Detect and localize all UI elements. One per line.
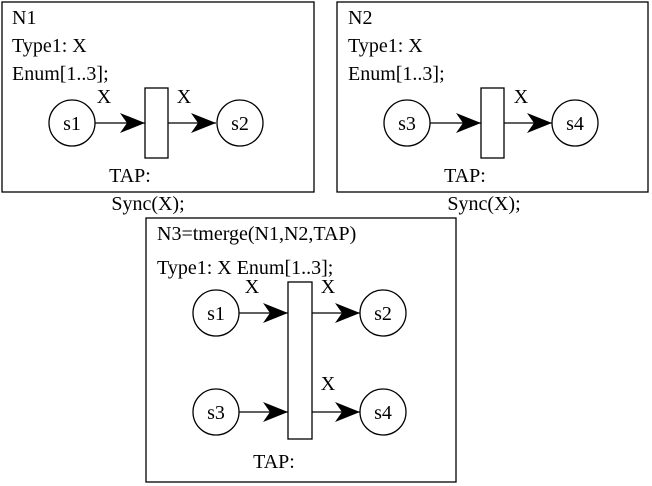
place-s3-label: s3 (398, 113, 416, 135)
place-s4 (551, 99, 599, 147)
net-n1-enum-line: Enum[1..3]; (12, 63, 109, 85)
arrowhead (191, 113, 216, 133)
net-n1-tap-label: TAP: (109, 165, 151, 187)
place-s2-label: s2 (231, 113, 249, 135)
place-s1-label: s1 (63, 113, 81, 135)
net-n3-type-line: Type1: X Enum[1..3]; (157, 257, 333, 279)
place-s4 (359, 388, 407, 436)
arrowhead (335, 303, 360, 323)
arc-s1-label: X (97, 86, 112, 108)
place-s1-label: s1 (207, 303, 225, 325)
place-s4-label: s4 (566, 113, 584, 135)
net-n3-title: N3=tmerge(N1,N2,TAP) (157, 223, 356, 245)
net-n1-type-line: Type1: X (12, 35, 87, 57)
net-n2-type-line: Type1: X (348, 35, 423, 57)
arc-s2-label: X (177, 86, 192, 108)
arrowhead (335, 402, 360, 422)
place-s3-label: s3 (207, 402, 225, 424)
net-n2-sync-label: Sync(X); (447, 193, 520, 215)
arrowhead (263, 402, 288, 422)
transition-n3 (287, 281, 313, 440)
arrowhead (527, 113, 552, 133)
net-n1-sync-label: Sync(X); (111, 193, 184, 215)
place-s4-label: s4 (374, 402, 392, 424)
arc-s4-label: X (514, 86, 529, 108)
net-n2: N2 Type1: X Enum[1..3]; s3 X s4 TAP: (336, 1, 649, 193)
net-n1-title: N1 (12, 7, 36, 29)
net-n2-enum-line: Enum[1..3]; (348, 63, 445, 85)
place-s2-label: s2 (374, 303, 392, 325)
net-n1: N1 Type1: X Enum[1..3]; s1 X X s2 TAP: (1, 1, 315, 193)
place-s2 (359, 289, 407, 337)
transition-n2 (480, 87, 505, 159)
net-n3-tap-label: TAP: (253, 451, 295, 473)
arrowhead (120, 113, 145, 133)
net-n3: N3=tmerge(N1,N2,TAP) Type1: X Enum[1..3]… (145, 217, 457, 483)
place-s2 (216, 99, 264, 147)
arc-s1-label: X (245, 276, 260, 298)
arc-s4-label: X (321, 373, 336, 395)
net-n2-title: N2 (348, 7, 372, 29)
arc-s2-label: X (321, 276, 336, 298)
transition-n1 (144, 87, 169, 159)
arrowhead (456, 113, 481, 133)
arrowhead (263, 303, 288, 323)
net-n2-tap-label: TAP: (444, 165, 486, 187)
